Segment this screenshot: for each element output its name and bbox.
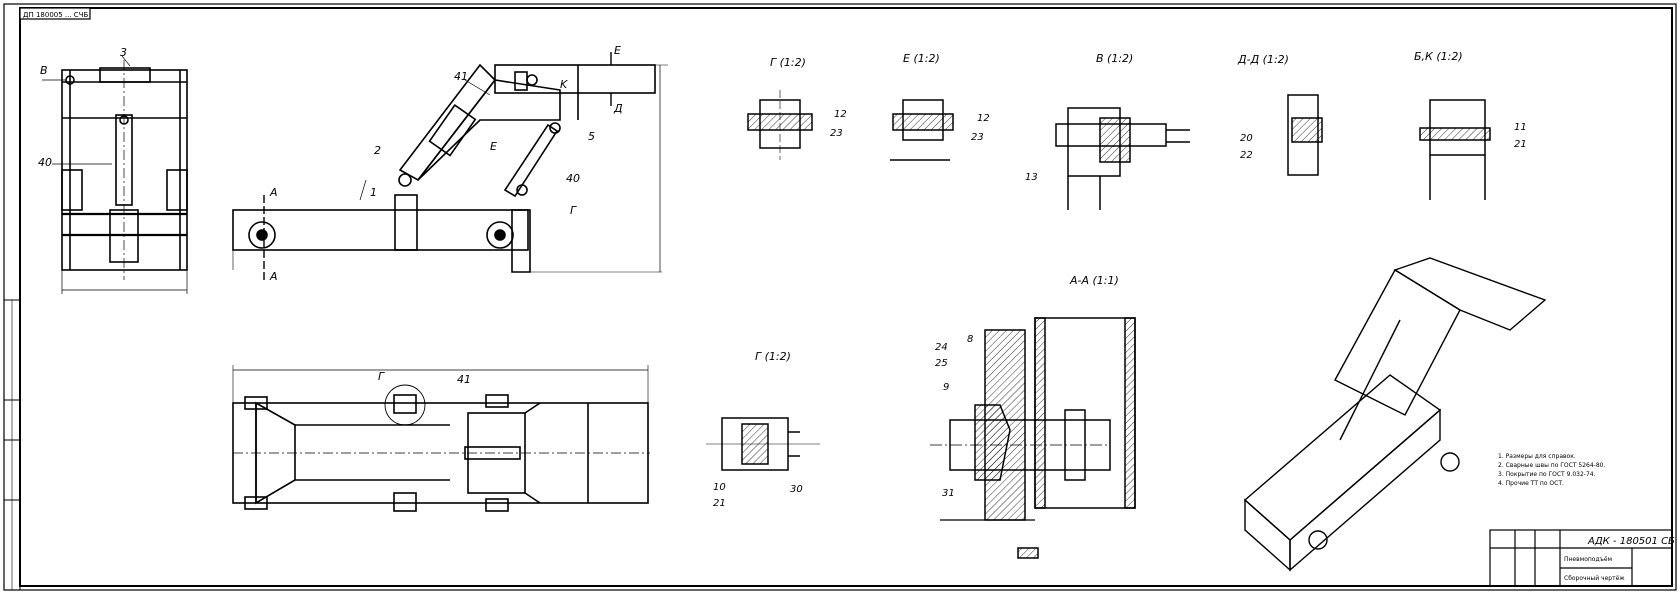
detg-n1: 10 bbox=[713, 482, 726, 493]
side-label-41: 41 bbox=[454, 70, 468, 83]
note-1: 1. Размеры для справок. bbox=[1498, 453, 1576, 460]
secaa-title: А-А (1:1) bbox=[1069, 274, 1119, 287]
det5-n2: 21 bbox=[1514, 139, 1527, 150]
section-aa bbox=[930, 317, 1136, 559]
secaa-8: 8 bbox=[967, 334, 973, 345]
side-label-a1: А bbox=[269, 186, 278, 199]
det4-n2: 22 bbox=[1240, 150, 1253, 161]
stamp-text: ДП 180005 ... СЧБ bbox=[23, 11, 88, 19]
front-view bbox=[42, 55, 188, 294]
detail-g-view bbox=[706, 417, 820, 471]
side-label-e1: Е bbox=[614, 44, 621, 57]
det4-n1: 20 bbox=[1240, 133, 1253, 144]
secaa-9: 9 bbox=[943, 382, 949, 393]
plan-view bbox=[232, 365, 650, 512]
secaa-24: 24 bbox=[935, 342, 948, 353]
det4-title: Д-Д (1:2) bbox=[1237, 53, 1289, 66]
isometric-view bbox=[1243, 257, 1547, 572]
front-label-40: 40 bbox=[38, 156, 52, 169]
det2-n1: 12 bbox=[977, 113, 990, 124]
det5-n1: 11 bbox=[1514, 122, 1527, 133]
side-label-1: 1 bbox=[370, 186, 377, 199]
titleblock-code: АДК - 180501 СБ bbox=[1587, 536, 1675, 547]
det3-title: В (1:2) bbox=[1096, 52, 1133, 65]
section-aa-labels: А-А (1:1) 24 25 8 9 31 bbox=[935, 274, 1119, 499]
detail-labels: Г (1:2) 12 23 Е (1:2) 12 23 В (1:2) 13 Д… bbox=[770, 50, 1527, 183]
side-label-a2: А bbox=[269, 270, 278, 283]
front-label-b: В bbox=[40, 64, 48, 77]
side-label-g: Г bbox=[570, 204, 577, 217]
det3-n1: 13 bbox=[1025, 172, 1038, 183]
side-label-k: K bbox=[560, 78, 568, 91]
technical-notes: 1. Размеры для справок. 2. Сварные швы п… bbox=[1498, 453, 1605, 487]
det1-title: Г (1:2) bbox=[770, 56, 806, 69]
side-view bbox=[232, 52, 668, 280]
side-label-e2: Е bbox=[490, 140, 497, 153]
front-label-3: 3 bbox=[120, 46, 127, 59]
titleblock-name: Пневмоподъём bbox=[1564, 556, 1612, 563]
note-4: 4. Прочие ТТ по ОСТ. bbox=[1498, 480, 1564, 487]
frame bbox=[3, 3, 1677, 591]
det2-title: Е (1:2) bbox=[903, 52, 940, 65]
note-3: 3. Покрытие по ГОСТ 9.032-74. bbox=[1498, 471, 1596, 478]
side-label-2: 2 bbox=[374, 144, 381, 157]
det2-n2: 23 bbox=[971, 132, 984, 143]
detail-views bbox=[747, 90, 1491, 210]
det1-n1: 12 bbox=[834, 109, 847, 120]
plan-label-41: 41 bbox=[457, 373, 471, 386]
stamp-box: ДП 180005 ... СЧБ bbox=[19, 7, 91, 20]
side-label-40: 40 bbox=[566, 172, 580, 185]
titleblock-sub: Сборочный чертёж bbox=[1564, 575, 1625, 582]
plan-label-g: Г bbox=[378, 370, 385, 383]
side-label-b1: Д bbox=[613, 102, 623, 115]
secaa-25: 25 bbox=[935, 358, 948, 369]
detg-n2: 21 bbox=[713, 498, 726, 509]
detg-n3: 30 bbox=[790, 484, 803, 495]
title-block bbox=[1489, 529, 1673, 587]
detg-title: Г (1:2) bbox=[755, 350, 791, 363]
side-label-5: 5 bbox=[588, 130, 595, 143]
det1-n2: 23 bbox=[830, 128, 843, 139]
secaa-31: 31 bbox=[942, 488, 955, 499]
note-2: 2. Сварные швы по ГОСТ 5264-80. bbox=[1498, 462, 1605, 469]
det5-title: Б,К (1:2) bbox=[1414, 50, 1463, 63]
